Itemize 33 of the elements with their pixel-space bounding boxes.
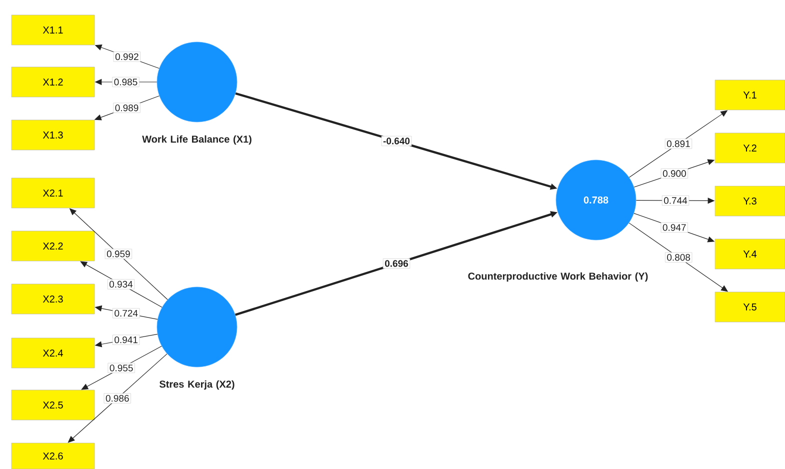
edge-label: 0.934 — [107, 279, 135, 290]
indicator-box: X1.1 — [11, 14, 95, 46]
indicator-box: X2.4 — [11, 338, 95, 368]
indicator-box: Y.1 — [714, 80, 785, 110]
edge-label: 0.744 — [662, 195, 690, 206]
indicator-box: X2.3 — [11, 284, 95, 314]
construct-label: Stres Kerja (X2) — [160, 380, 234, 390]
edge-label: -0.640 — [381, 136, 412, 146]
edge-label: 0.985 — [112, 76, 140, 88]
edge-label: 0.808 — [665, 252, 692, 262]
edge-label: 0.992 — [113, 52, 141, 62]
edge-label: 0.955 — [108, 362, 135, 374]
indicator-box: X2.1 — [11, 178, 95, 208]
indicator-box: Y.5 — [714, 292, 785, 322]
indicator-box: Y.3 — [714, 186, 785, 216]
edge-label: 0.900 — [660, 168, 688, 179]
indicator-box: X1.3 — [11, 120, 95, 150]
indicator-box: X1.2 — [11, 66, 95, 98]
indicator-box: Y.4 — [714, 238, 785, 270]
edge-label: 0.986 — [104, 393, 131, 404]
indicator-box: X2.6 — [11, 442, 95, 469]
edge-label: 0.941 — [112, 334, 140, 345]
edge-label: 0.696 — [382, 258, 410, 269]
construct-label: Work Life Balance (X1) — [142, 135, 252, 145]
edge-label: 0.891 — [664, 138, 692, 149]
edge-label: 0.724 — [112, 308, 140, 318]
indicator-box: Y.2 — [714, 132, 785, 164]
edge-label: 0.947 — [660, 222, 688, 233]
indicator-box: X2.5 — [11, 390, 95, 420]
edge-label: 0.989 — [113, 102, 140, 113]
construct-label: Counterproductive Work Behavior (Y) — [468, 272, 648, 282]
edge-label: 0.959 — [104, 248, 132, 259]
indicator-box: X2.2 — [11, 230, 95, 262]
